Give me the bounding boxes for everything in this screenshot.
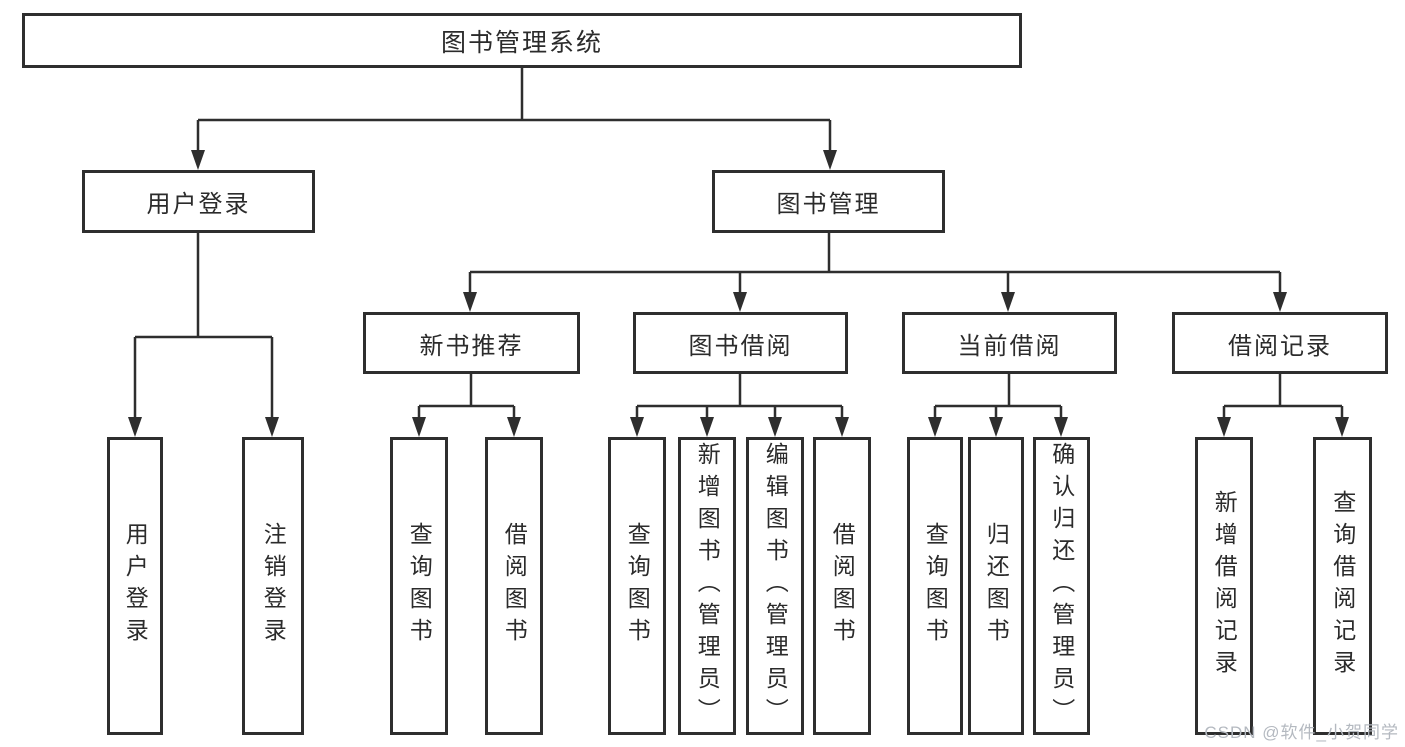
leaf-add-books-admin-label: 新增图书（管理员） <box>694 442 721 730</box>
leaf-add-books-admin: 新增图书（管理员） <box>678 437 736 735</box>
leaf-logout-label: 注销登录 <box>260 522 287 650</box>
leaf-return-books: 归还图书 <box>968 437 1024 735</box>
leaf-query-borrow-record-label: 查询借阅记录 <box>1329 490 1356 682</box>
leaf-edit-books-admin-label: 编辑图书（管理员） <box>762 442 789 730</box>
node-current-borrow-label: 当前借阅 <box>957 332 1062 360</box>
arrow-down-icons <box>128 150 1349 437</box>
leaf-add-borrow-record-label: 新增借阅记录 <box>1211 490 1238 682</box>
leaf-query-books-current-label: 查询图书 <box>922 522 949 650</box>
leaf-confirm-return-admin: 确认归还（管理员） <box>1033 437 1090 735</box>
leaf-query-borrow-record: 查询借阅记录 <box>1313 437 1372 735</box>
leaf-query-books-borrow: 查询图书 <box>608 437 666 735</box>
leaf-add-borrow-record: 新增借阅记录 <box>1195 437 1253 735</box>
node-book-borrow: 图书借阅 <box>633 312 848 374</box>
csdn-watermark: CSDN @软件_小贺同学 <box>1204 723 1399 742</box>
node-root-label: 图书管理系统 <box>440 28 603 57</box>
connector-edges <box>133 67 1344 418</box>
leaf-borrow-books-borrow: 借阅图书 <box>813 437 871 735</box>
node-new-book-recommend: 新书推荐 <box>363 312 580 374</box>
node-book-borrow-label: 图书借阅 <box>688 332 793 360</box>
leaf-borrow-books-borrow-label: 借阅图书 <box>829 522 856 650</box>
node-borrow-records-label: 借阅记录 <box>1228 332 1332 360</box>
node-book-management-label: 图书管理 <box>776 191 881 218</box>
leaf-query-books-borrow-label: 查询图书 <box>624 522 651 650</box>
leaf-borrow-books-newbooks: 借阅图书 <box>485 437 543 735</box>
node-book-management: 图书管理 <box>712 170 945 233</box>
leaf-return-books-label: 归还图书 <box>983 522 1010 650</box>
node-borrow-records: 借阅记录 <box>1172 312 1388 374</box>
leaf-query-books-current: 查询图书 <box>907 437 963 735</box>
leaf-logout: 注销登录 <box>242 437 304 735</box>
leaf-query-books-newbooks-label: 查询图书 <box>406 522 433 650</box>
node-user-login: 用户登录 <box>82 170 315 233</box>
leaf-query-books-newbooks: 查询图书 <box>390 437 448 735</box>
leaf-edit-books-admin: 编辑图书（管理员） <box>746 437 804 735</box>
leaf-user-login: 用户登录 <box>107 437 163 735</box>
node-root: 图书管理系统 <box>22 13 1022 68</box>
node-current-borrow: 当前借阅 <box>902 312 1117 374</box>
leaf-borrow-books-newbooks-label: 借阅图书 <box>501 522 528 650</box>
leaf-user-login-label: 用户登录 <box>122 522 149 650</box>
leaf-confirm-return-admin-label: 确认归还（管理员） <box>1048 442 1075 730</box>
node-new-book-recommend-label: 新书推荐 <box>419 332 524 360</box>
node-user-login-label: 用户登录 <box>146 191 251 218</box>
